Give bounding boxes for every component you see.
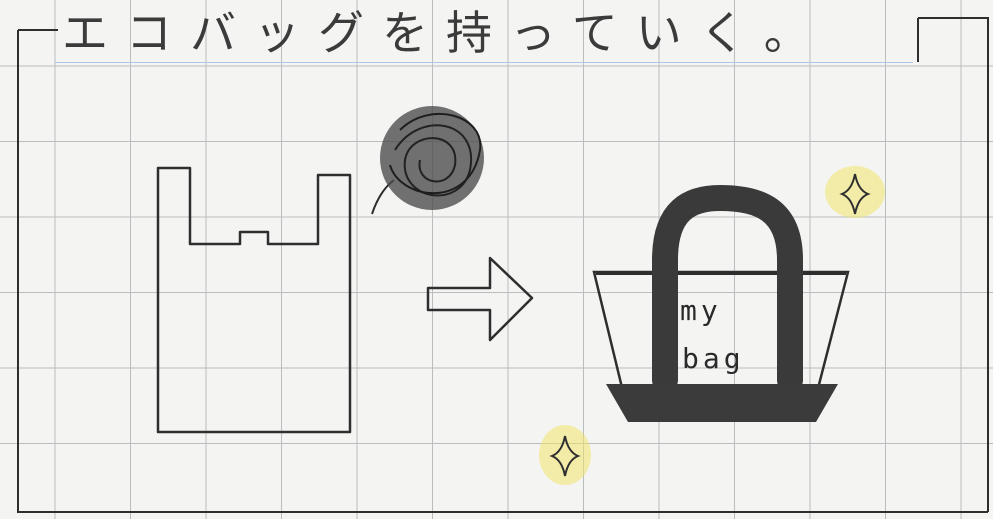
- plastic-bag-icon: [156, 166, 352, 434]
- eco-bag-icon: [592, 184, 850, 422]
- arrow-right-icon: [426, 256, 534, 342]
- title-underline: [55, 62, 913, 63]
- sparkle-icon: [825, 166, 885, 218]
- bag-label-line2: bag: [682, 342, 745, 375]
- frame-border: [17, 17, 989, 513]
- page-title: エコバッグを持っていく。: [62, 6, 828, 60]
- bag-label-line1: my: [680, 294, 722, 327]
- sparkle-icon: [539, 425, 591, 485]
- scribble-ball-icon: [371, 106, 484, 215]
